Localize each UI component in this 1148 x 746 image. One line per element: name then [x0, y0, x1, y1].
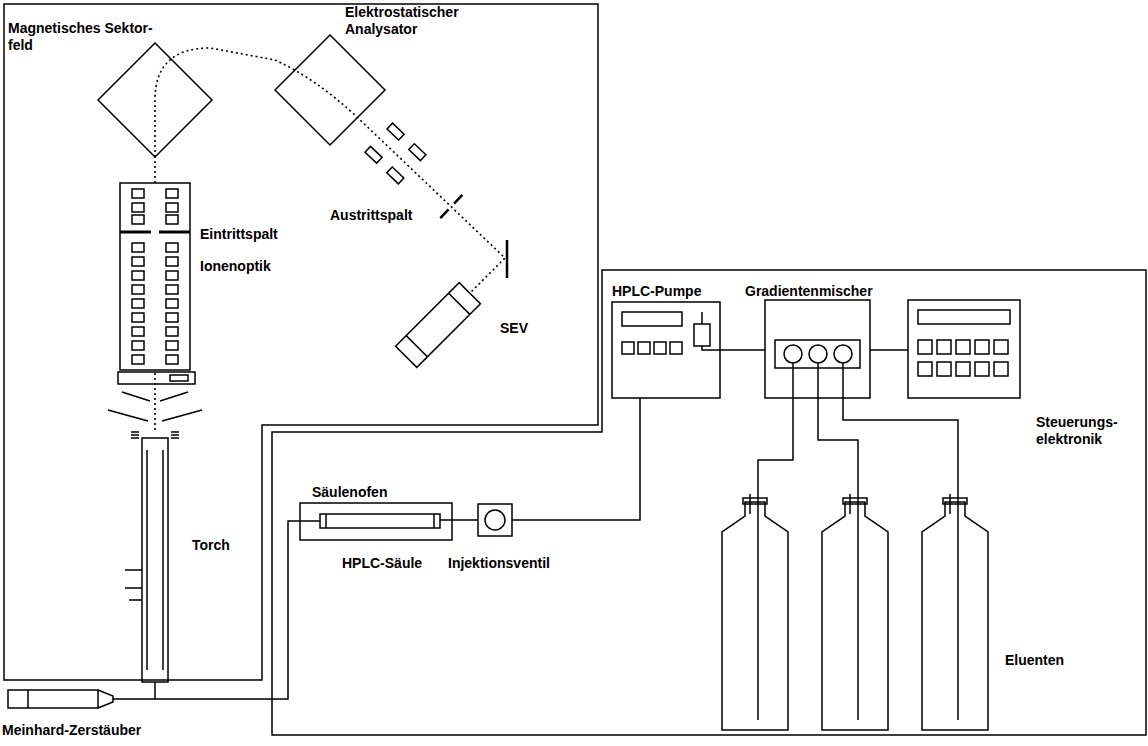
electron-multiplier-shape: [395, 282, 481, 368]
slit-label: Austrittspalt: [330, 207, 412, 224]
part-label: Gradientenmischer: [745, 283, 873, 300]
ion-beam: [154, 370, 156, 430]
capillary-tube: [870, 349, 908, 351]
part-label: Steuerungs- elektronik: [1036, 414, 1148, 448]
gradient-mixer: Gradientenmischer: [765, 300, 870, 398]
hplc-pump: HPLC-Pumpe: [612, 302, 720, 398]
part-label: HPLC-Pumpe: [612, 283, 701, 300]
part-label: Injektionsventil: [448, 555, 550, 572]
magnetic-sector: Magnetisches Sektor- feld: [98, 43, 212, 157]
control-electronics-shape: [908, 300, 1020, 398]
column-oven: SäulenofenHPLC-Säule: [300, 503, 452, 540]
hplc-column-shape: [320, 514, 440, 528]
slit-label: Eintrittspalt: [200, 226, 278, 243]
gradient-mixer-shape: [765, 300, 870, 398]
part-label: Magnetisches Sektor- feld: [8, 20, 179, 54]
part-label: SEV: [500, 320, 528, 337]
ion-beam: [154, 157, 156, 183]
capillary-tube: [168, 521, 320, 699]
part-label: Eluenten: [1005, 652, 1064, 669]
electrostatic-analyzer-shape: [275, 35, 385, 145]
electron-multiplier: SEV: [395, 282, 481, 368]
part-label: Ionenoptik: [200, 258, 271, 275]
capillary-tube: [512, 398, 640, 520]
eluent-bottles-shape: [715, 498, 995, 732]
part-label: Meinhard-Zerstäuber: [2, 722, 141, 739]
ion-beam: [275, 60, 505, 293]
part-label: Torch: [192, 537, 230, 554]
injection-valve-shape: [478, 504, 512, 536]
plasma-torch: Torch: [125, 430, 175, 682]
control-electronics: Steuerungs- elektronik: [908, 300, 1020, 398]
capillary-tube: [758, 398, 958, 498]
part-label: Elektrostatischer Analysator: [345, 4, 532, 38]
nebulizer: Meinhard-Zerstäuber: [8, 686, 168, 712]
eluent-bottles: Eluenten: [715, 498, 995, 732]
column-oven-shape: [300, 503, 452, 540]
interface-plate: [118, 372, 195, 384]
electrostatic-analyzer: Elektrostatischer Analysator: [275, 35, 385, 145]
ion-beam: [155, 48, 275, 157]
magnetic-sector-shape: [98, 43, 212, 157]
capillary-tube: [440, 519, 478, 521]
part-label: HPLC-Säule: [342, 555, 422, 572]
hplc-housing: [272, 270, 1146, 735]
part-label: Säulenofen: [312, 484, 387, 501]
injection-valve: Injektionsventil: [478, 504, 512, 536]
ion-optics-shape: [120, 183, 190, 370]
capillary-tube: [720, 349, 765, 351]
conversion-dynode: [506, 240, 509, 278]
ion-optics: Ionenoptik: [120, 183, 190, 370]
hplc-pump-shape: [612, 302, 720, 398]
plasma-torch-shape: [125, 430, 175, 682]
nebulizer-shape: [8, 686, 168, 712]
hplc-column: HPLC-Säule: [320, 514, 440, 528]
ms-housing: [4, 4, 598, 680]
interface-valve: [170, 375, 188, 381]
